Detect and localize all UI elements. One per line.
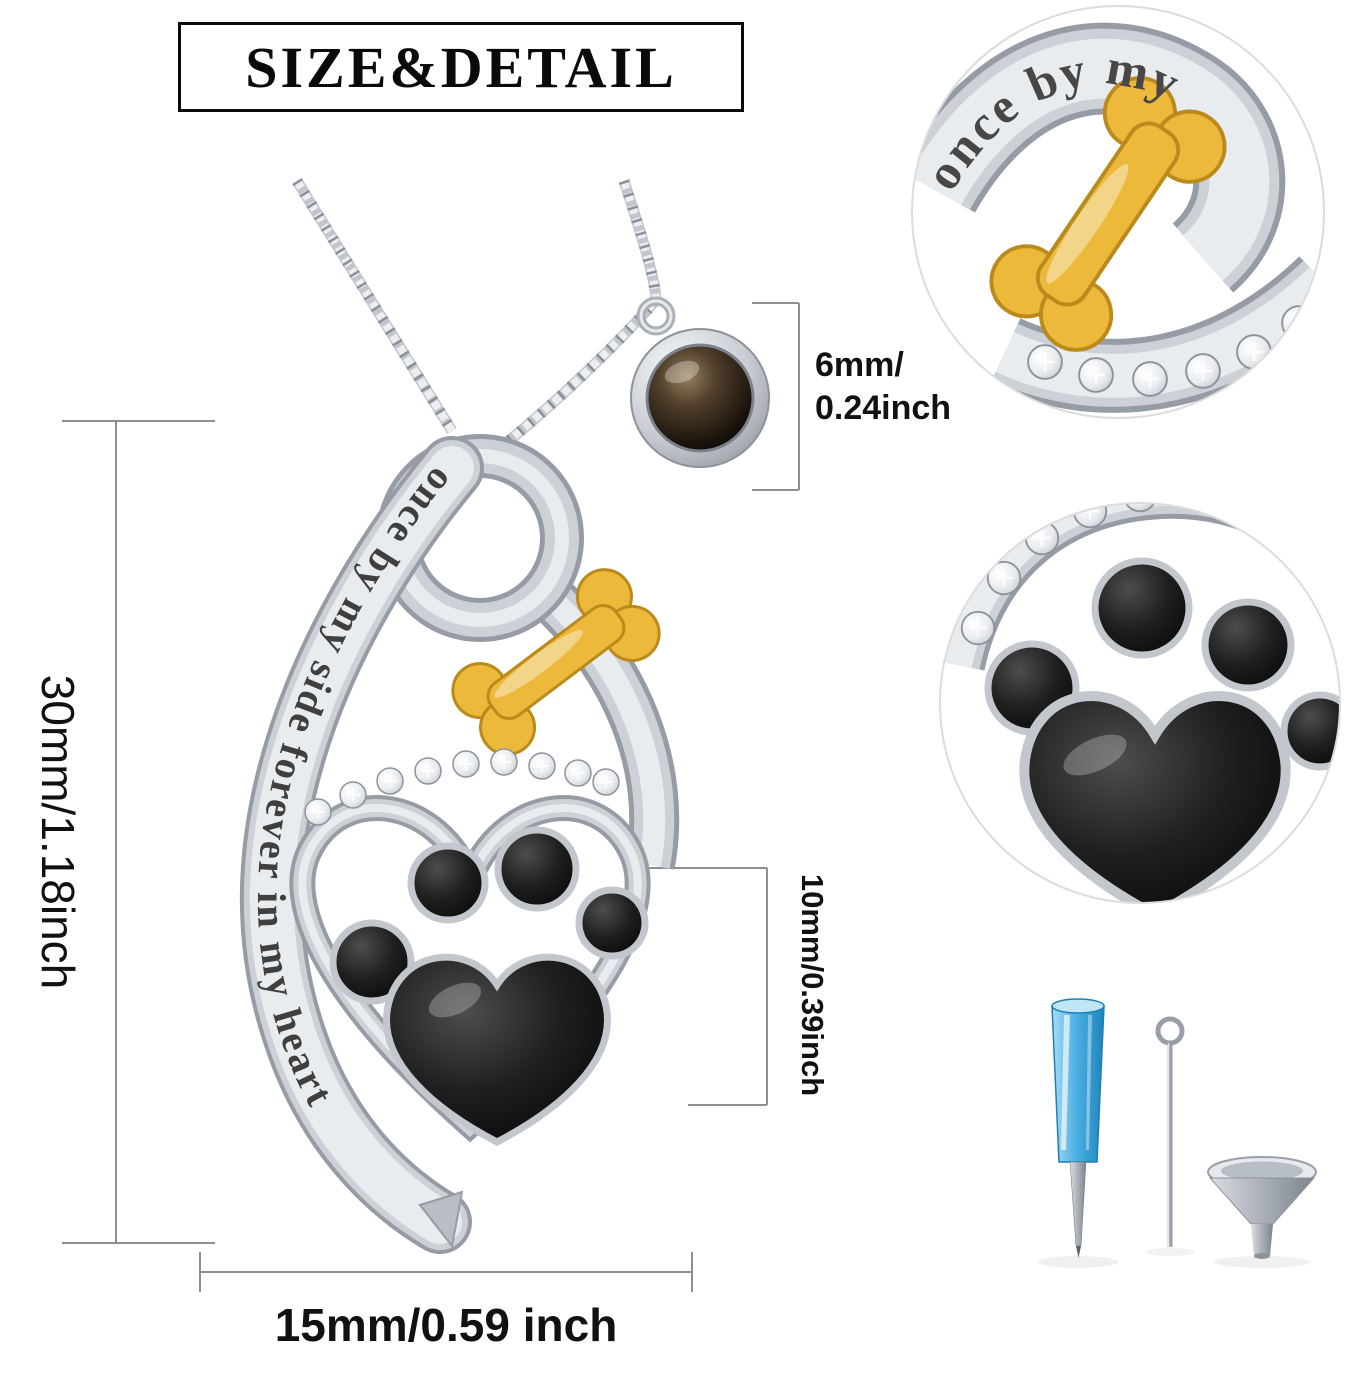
paw-toe	[494, 826, 580, 912]
paw-toe	[329, 919, 415, 1005]
paw-dimension-label: 10mm/0.39inch	[795, 873, 830, 1097]
blue-filling-tool	[1051, 998, 1105, 1258]
dimension-line-width	[199, 1252, 693, 1292]
dimension-line-height	[62, 420, 215, 1244]
filling-kit	[1038, 998, 1317, 1268]
height-dimension-label: 30mm/1.18inch	[32, 674, 84, 990]
dimension-line-stone	[752, 302, 800, 491]
paw-print	[329, 826, 649, 1146]
dimension-line-paw	[640, 867, 768, 1106]
size-detail-header: SIZE&DETAIL	[178, 22, 744, 112]
paw-print-zoom	[984, 557, 1340, 903]
projection-stone	[645, 343, 755, 453]
stone-dimension-line2: 0.24inch	[815, 388, 952, 427]
projection-stone-pendant	[630, 296, 770, 468]
metal-funnel	[1207, 1156, 1317, 1259]
eye-pin	[1155, 1016, 1185, 1247]
width-dimension-label: 15mm/0.59 inch	[274, 1299, 618, 1351]
paw-toe	[575, 886, 649, 960]
paw-toe	[407, 842, 489, 924]
detail-circle-bone: once by my	[911, 5, 1325, 419]
detail-circle-paw	[939, 502, 1341, 904]
box-chain	[297, 181, 656, 443]
paw-heart-pad	[383, 953, 611, 1146]
dimension-lines	[62, 302, 800, 1292]
stone-dimension-line1: 6mm/	[815, 346, 904, 384]
ribbon-tail-tip	[418, 1190, 464, 1249]
stone-dimension-label: 6mm/ 0.24inch	[815, 344, 951, 429]
